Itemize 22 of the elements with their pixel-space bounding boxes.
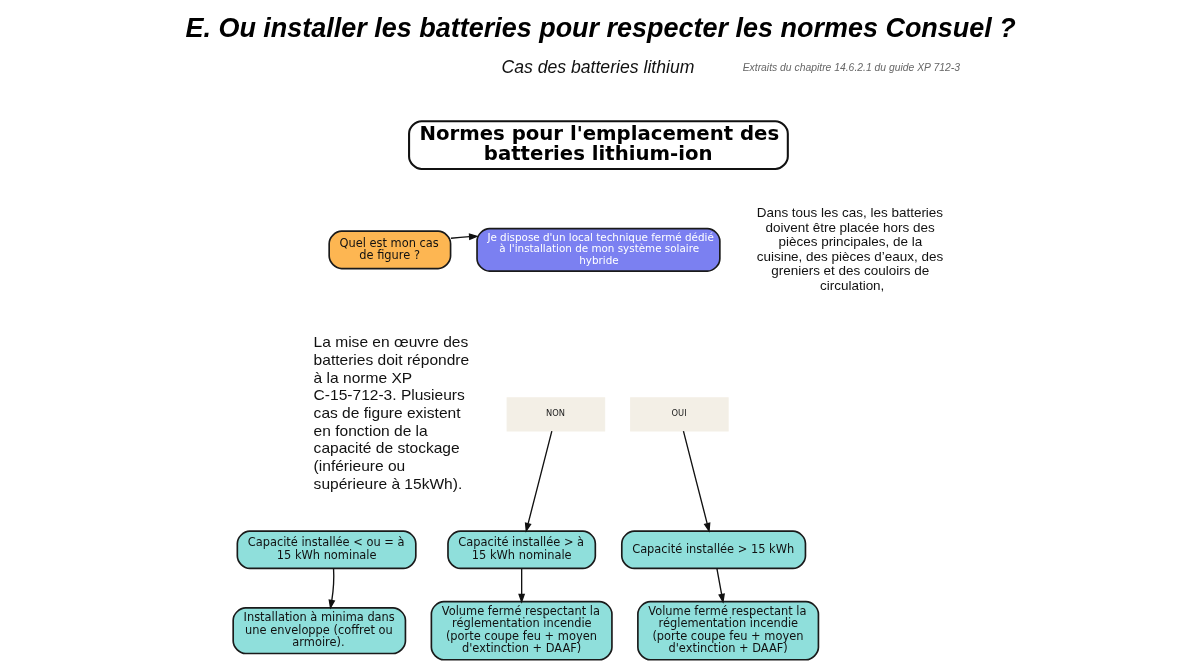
- diagram-title: E. Ou installer les batteries pour respecter les normes Consuel ?: [185, 12, 1016, 43]
- node-box: OUI: [630, 397, 729, 432]
- node-box: Capacité installée > à 15 kWh nominale: [447, 530, 597, 570]
- label: Dans tous les cas, les batteries doivent être placée hors des pièces principales, de la cuisine, des pièces d’eaux, des greniers et des couloirs de circulation,: [756, 205, 944, 293]
- node-box: Volume fermé respectant la réglementation incendie (porte coupe feu + moyen d'extinction + DAAF): [430, 600, 613, 661]
- label: Cas des batteries lithium: [501, 56, 695, 77]
- node-box: Capacité installée < ou = à 15 kWh nominale: [236, 530, 417, 570]
- node-box: Capacité installée > 15 kWh: [620, 530, 807, 570]
- arrow: [518, 568, 526, 604]
- node-box: Normes pour l'emplacement des batteries lithium-ion: [408, 120, 789, 170]
- node-box: Volume fermé respectant la réglementation incendie (porte coupe feu + moyen d'extinction + DAAF): [637, 600, 820, 661]
- node-box: Quel est mon cas de figure ?: [328, 230, 452, 270]
- node-box: NON: [506, 397, 606, 432]
- arrow: [328, 568, 336, 610]
- node-box: Installation à minima dans une enveloppe (coffret ou armoire).: [232, 607, 407, 655]
- label: La mise en œuvre des batteries doit répondre à la norme XP C-15-712-3. Plusieurs cas de figure existent en fonction de la capacité de stockage (inférieure ou supérieure à 15kWh).: [313, 333, 470, 492]
- node-box: Je dispose d'un local technique fermé dédié à l'installation de mon système solaire hybride: [476, 227, 721, 272]
- label: Extraits du chapitre 14.6.2.1 du guide XP 712-3: [742, 61, 960, 73]
- arrow: [450, 233, 479, 241]
- arrow: [682, 430, 711, 533]
- arrow: [524, 430, 553, 533]
- arrow: [716, 568, 725, 604]
